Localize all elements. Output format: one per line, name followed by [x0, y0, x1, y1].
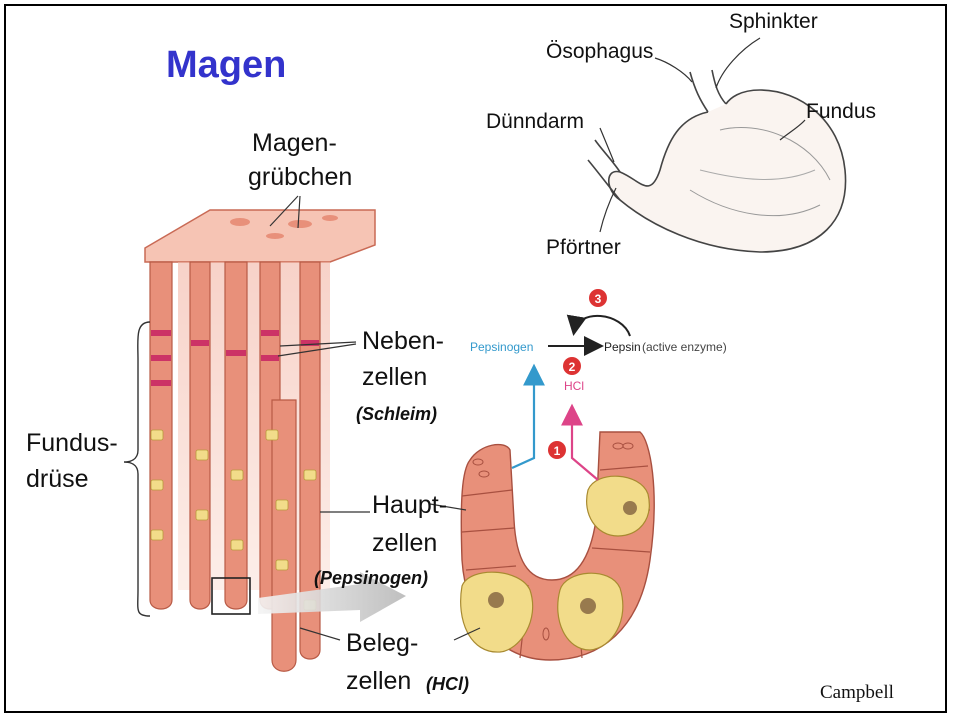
hcl-label: HCl — [564, 379, 584, 393]
pepsinogen-label: Pepsinogen — [470, 340, 533, 354]
cell-cluster-illustration — [430, 432, 654, 660]
label-haupt-note: (Pepsinogen) — [314, 568, 428, 589]
label-magen-line1: Magen- — [252, 128, 337, 158]
source-credit: Campbell — [820, 682, 894, 704]
active-enzyme-label: (active enzyme) — [642, 340, 727, 354]
step-1-number: 1 — [554, 444, 561, 458]
label-magen-line2: grübchen — [248, 162, 352, 192]
label-sphinkter: Sphinkter — [729, 10, 818, 34]
label-pfoertner: Pförtner — [546, 236, 621, 260]
fundus-gland-illustration — [124, 196, 406, 671]
label-fundus-line2: drüse — [26, 464, 89, 494]
label-neben-line1: Neben- — [362, 326, 444, 356]
step-3-number: 3 — [595, 292, 602, 306]
label-oesophagus: Ösophagus — [546, 40, 653, 64]
label-beleg-note: (HCl) — [426, 674, 469, 695]
pepsin-label: Pepsin — [604, 340, 641, 354]
label-neben-line2: zellen — [362, 362, 427, 392]
label-haupt-line2: zellen — [372, 528, 437, 558]
label-beleg-line1: Beleg- — [346, 628, 418, 658]
stomach-illustration — [588, 38, 846, 252]
label-neben-note: (Schleim) — [356, 404, 437, 425]
label-fundus-line1: Fundus- — [26, 428, 118, 458]
label-haupt-line1: Haupt- — [372, 490, 447, 520]
step-2-number: 2 — [569, 360, 576, 374]
label-beleg-line2: zellen — [346, 666, 411, 696]
label-duenndarm: Dünndarm — [486, 110, 584, 134]
label-fundus: Fundus — [806, 100, 876, 124]
